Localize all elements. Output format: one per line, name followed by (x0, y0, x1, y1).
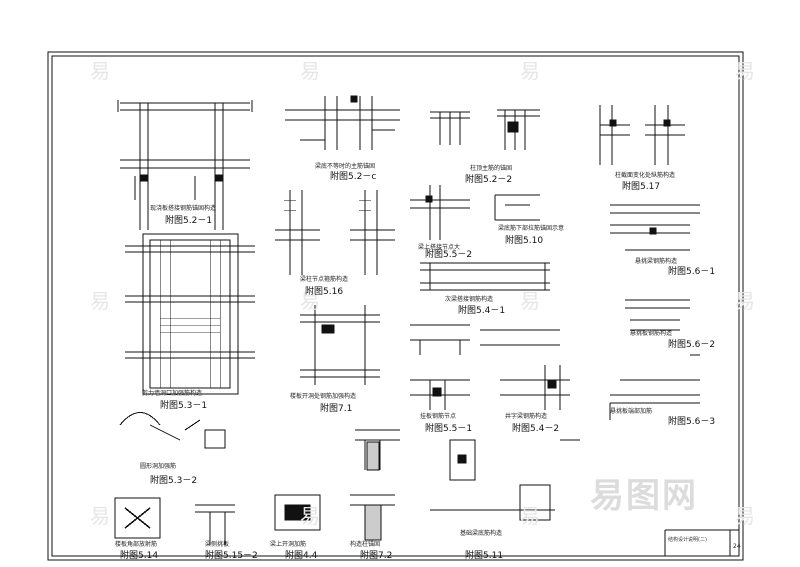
detail-caption: 挂板钢筋节点 (420, 413, 457, 420)
detail-ref: 附图5.15－2 (205, 551, 258, 561)
detail-beam-opening (274, 494, 321, 531)
watermark-glyph: 易 (735, 289, 755, 313)
detail-slab-end (609, 394, 700, 420)
detail-ref: 附图5.5－2 (425, 250, 473, 260)
watermark-glyph: 易 (520, 504, 540, 528)
detail-ref: 附图4.4 (285, 551, 318, 561)
sheet-border (47, 51, 744, 561)
detail-construct-column (350, 429, 400, 541)
detail-ref: 附图5.6－2 (668, 340, 716, 350)
detail-ref: 附图5.6－3 (668, 417, 716, 427)
detail-caption: 梁底不等时的主筋锚固 (315, 163, 376, 170)
watermark-glyph: 易 (520, 289, 540, 313)
detail-caption: 井字梁钢筋构造 (505, 413, 548, 420)
detail-ref: 附图5.2－2 (465, 175, 513, 185)
detail-beam-lap (410, 185, 540, 240)
detail-caption: 梁侧挑板 (205, 541, 230, 548)
watermark-glyph: 易 (300, 289, 320, 313)
detail-hanging-panel (410, 324, 570, 410)
detail-cantilever-beam (610, 204, 700, 251)
detail-ref: 附图7.1 (320, 404, 353, 414)
watermark-glyph: 易 (90, 504, 110, 528)
watermark-glyph: 易 (735, 504, 755, 528)
watermark-glyph: 易 (520, 59, 540, 83)
detail-caption: 梁柱节点箍筋构造 (300, 276, 349, 283)
detail-ref: 附图5.11 (465, 551, 504, 561)
detail-ref: 附图5.10 (505, 236, 544, 246)
detail-cantilever-slab (620, 299, 700, 381)
detail-caption: 梁上搭接节点大 (418, 244, 461, 251)
detail-caption: 构造柱锚固 (350, 541, 381, 548)
detail-joint-stirrup (275, 190, 395, 275)
title-block-lines (664, 529, 739, 556)
detail-ref: 附图5.2－1 (165, 216, 213, 226)
detail-round-opening (119, 412, 226, 449)
detail-ref: 附图5.14 (120, 551, 159, 561)
title-block-title: 结构设计说明(二) (668, 537, 707, 543)
detail-column-top (430, 109, 540, 150)
detail-caption: 现浇板搭接钢筋锚固构造 (150, 205, 217, 212)
detail-caption: 悬挑梁钢筋构造 (635, 258, 678, 265)
detail-beam-side (195, 504, 235, 545)
detail-caption: 梁底筋下部拉筋锚固示意 (498, 225, 565, 232)
detail-caption: 悬挑板钢筋构造 (630, 330, 673, 337)
watermark-glyph: 易 (90, 289, 110, 313)
watermark-glyph: 易 (300, 504, 320, 528)
detail-caption: 次梁搭接钢筋构造 (445, 296, 494, 303)
watermark-glyph: 易 (735, 59, 755, 83)
detail-caption: 楼板角部放射筋 (115, 541, 158, 548)
detail-caption: 柱顶主筋的锚固 (470, 165, 513, 172)
detail-caption: 梁上开洞加筋 (270, 541, 307, 548)
detail-column-change (599, 105, 685, 165)
detail-ref: 附图5.5－1 (425, 424, 473, 434)
detail-ref: 附图5.4－2 (512, 424, 560, 434)
detail-beam-bottom (285, 95, 400, 150)
detail-ref: 附图5.6－1 (668, 267, 716, 277)
title-block-page: 24 (733, 543, 741, 550)
detail-foundation-beam (430, 439, 580, 521)
detail-caption: 柱截面变化处纵筋构造 (615, 172, 676, 179)
watermark-glyph: 易 (300, 59, 320, 83)
detail-ref: 附图5.17 (622, 182, 661, 192)
detail-ref: 附图7.2 (360, 551, 393, 561)
detail-caption: 楼板开洞处钢筋加强构造 (290, 393, 357, 400)
watermark-brand: 易图网 (590, 476, 698, 516)
detail-ref: 附图5.3－1 (160, 401, 208, 411)
detail-frame-anchorage (117, 100, 253, 230)
detail-caption: 圆形洞加强筋 (140, 463, 177, 470)
detail-caption: 剪力墙洞口加强筋构造 (142, 390, 203, 397)
inner-border (51, 55, 740, 557)
detail-ref: 附图5.4－1 (458, 306, 506, 316)
detail-corner-bars (114, 497, 161, 539)
detail-caption: 基础梁底筋构造 (460, 530, 503, 537)
detail-slab-opening (300, 305, 380, 385)
detail-caption: 悬挑板端部加筋 (610, 408, 653, 415)
detail-frame-column (125, 233, 255, 395)
detail-ref: 附图5.2－c (330, 172, 377, 182)
watermark-glyph: 易 (90, 59, 110, 83)
detail-ref: 附图5.16 (305, 287, 344, 297)
detail-ref: 附图5.3－2 (150, 476, 198, 486)
detail-secondary-beam (420, 262, 550, 291)
